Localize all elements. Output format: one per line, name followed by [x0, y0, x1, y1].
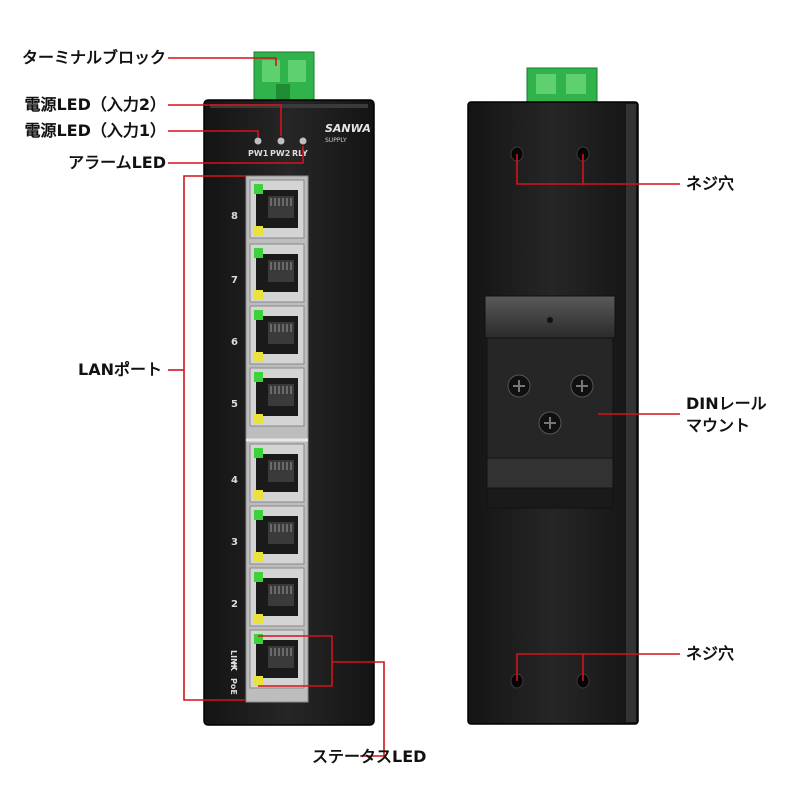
link-led-6	[254, 310, 263, 320]
poe-led-2	[254, 614, 263, 624]
port-number-1: 1	[231, 661, 238, 672]
callout-lan-bracket	[183, 175, 246, 701]
lan-port-4: 4	[231, 443, 305, 503]
poe-led-6	[254, 352, 263, 362]
poe-led-4	[254, 490, 263, 500]
lan-port-5: 5	[231, 367, 305, 427]
callout-screw-top	[516, 154, 584, 185]
callout-screw-bottom	[516, 653, 584, 681]
poe-led-3	[254, 552, 263, 562]
label-terminal-block: ターミナルブロック	[21, 48, 166, 67]
link-led-2	[254, 572, 263, 582]
link-led-8	[254, 184, 263, 194]
lan-port-1: 1	[231, 629, 305, 689]
back-view	[467, 67, 639, 725]
lan-port-6: 6	[231, 305, 305, 365]
lan-port-7: 7	[231, 243, 305, 303]
brand-subtitle: SUPPLY	[325, 137, 347, 144]
link-led-1	[254, 634, 263, 644]
power-led-2	[277, 137, 285, 145]
label-din-rail-mount-2: マウント	[686, 416, 751, 435]
legend-poe: PoE	[229, 678, 238, 695]
callout-power-led-1	[168, 130, 259, 137]
label-power-led-input2: 電源LED（入力2）	[24, 95, 166, 114]
label-status-led: ステータスLED	[312, 747, 427, 766]
alarm-led	[299, 137, 307, 145]
port-number-5: 5	[231, 399, 238, 410]
link-led-7	[254, 248, 263, 258]
legend-link: LINK	[229, 650, 238, 672]
lan-port-2: 2	[231, 567, 305, 627]
mount-screw-3	[538, 411, 562, 435]
led-label-pw1: PW1	[248, 149, 269, 158]
din-rail-mount	[484, 295, 616, 509]
port-number-3: 3	[231, 537, 238, 548]
lan-port-3: 3	[231, 505, 305, 565]
mount-screw-2	[570, 374, 594, 398]
callout-alarm-led	[168, 146, 304, 164]
port-number-8: 8	[231, 211, 238, 222]
poe-led-1	[254, 676, 263, 686]
label-screw-hole-bottom: ネジ穴	[686, 644, 735, 663]
mount-screw-1	[507, 374, 531, 398]
port-number-2: 2	[231, 599, 238, 610]
link-led-4	[254, 448, 263, 458]
front-view: SANWA SUPPLY PW1 PW2 RLY 8 7 6 5 4 3 2 1 LINK P…	[203, 51, 375, 726]
terminal-block-rear	[526, 67, 598, 103]
power-led-1	[254, 137, 262, 145]
callout-status-box	[258, 635, 333, 687]
lan-ports: 8 7 6 5 4 3 2 1	[231, 179, 305, 689]
brand-logo: SANWA	[325, 122, 371, 135]
poe-led-8	[254, 226, 263, 236]
led-label-pw2: PW2	[270, 149, 290, 158]
label-lan-port: LANポート	[78, 360, 162, 379]
callout-terminal-block	[168, 57, 277, 66]
label-power-led-input1: 電源LED（入力1）	[24, 121, 166, 140]
callout-status-led	[332, 661, 385, 757]
label-din-rail-mount-1: DINレール	[686, 394, 767, 413]
label-alarm-led: アラームLED	[68, 153, 166, 172]
lan-port-8: 8	[231, 179, 305, 239]
poe-led-5	[254, 414, 263, 424]
port-number-6: 6	[231, 337, 238, 348]
callout-power-led-2	[168, 104, 282, 136]
poe-led-7	[254, 290, 263, 300]
port-number-4: 4	[231, 475, 238, 486]
link-led-3	[254, 510, 263, 520]
port-number-7: 7	[231, 275, 238, 286]
led-label-rly: RLY	[292, 149, 308, 158]
label-screw-hole-top: ネジ穴	[686, 174, 735, 193]
callout-lines	[168, 57, 680, 757]
link-led-5	[254, 372, 263, 382]
terminal-block	[253, 51, 315, 101]
